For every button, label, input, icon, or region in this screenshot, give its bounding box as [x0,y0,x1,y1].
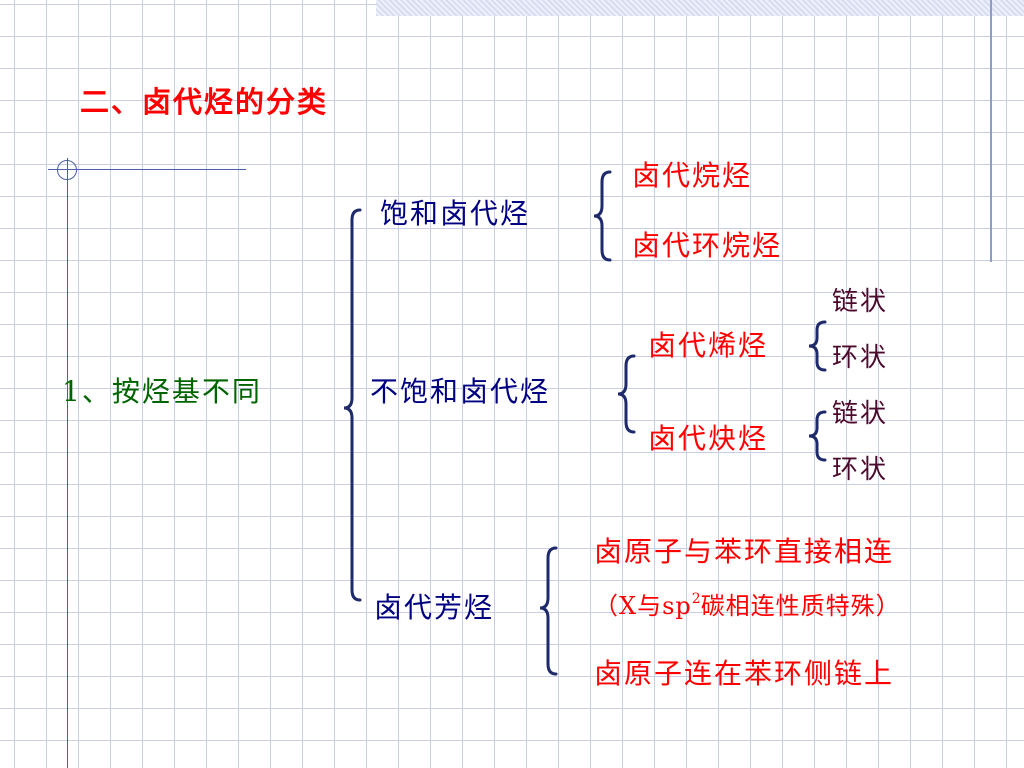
saturated-label: 饱和卤代烃 [380,197,531,230]
unsaturated-label: 不饱和卤代烃 [370,375,551,408]
classification-label: 1、按烃基不同 [62,375,262,408]
aromatic-note: （X与sp2碳相连性质特殊） [594,591,901,620]
decorative-circle [57,160,77,180]
alkyne-item-ring: 环状 [832,455,889,485]
alkene-label: 卤代烯烃 [648,329,769,362]
alkyne-bracket [808,410,827,462]
aromatic-bracket [539,546,558,676]
decorative-top-band [376,0,1024,16]
aromatic-item-sidechain: 卤原子连在苯环侧链上 [594,657,895,690]
alkene-item-ring: 环状 [832,343,889,373]
aromatic-item-direct: 卤原子与苯环直接相连 [594,535,895,568]
aromatic-note-superscript: 2 [691,591,701,607]
saturated-item-alkane: 卤代烷烃 [632,159,753,192]
alkene-bracket [808,320,827,372]
aromatic-label: 卤代芳烃 [374,591,495,624]
aromatic-note-prefix: （X与sp [594,592,692,620]
main-bracket [343,208,362,602]
saturated-item-cycloalkane: 卤代环烷烃 [632,229,783,262]
alkene-item-chain: 链状 [832,287,889,317]
slide-title: 二、卤代烃的分类 [80,85,329,119]
aromatic-note-suffix: 碳相连性质特殊） [700,592,901,620]
unsaturated-bracket [617,354,636,434]
decorative-vertical-line [67,158,68,768]
saturated-bracket [593,170,612,262]
alkyne-label: 卤代炔烃 [648,422,769,455]
alkyne-item-chain: 链状 [832,399,889,429]
decorative-right-line [990,0,992,262]
decorative-horizontal-line [48,169,246,170]
